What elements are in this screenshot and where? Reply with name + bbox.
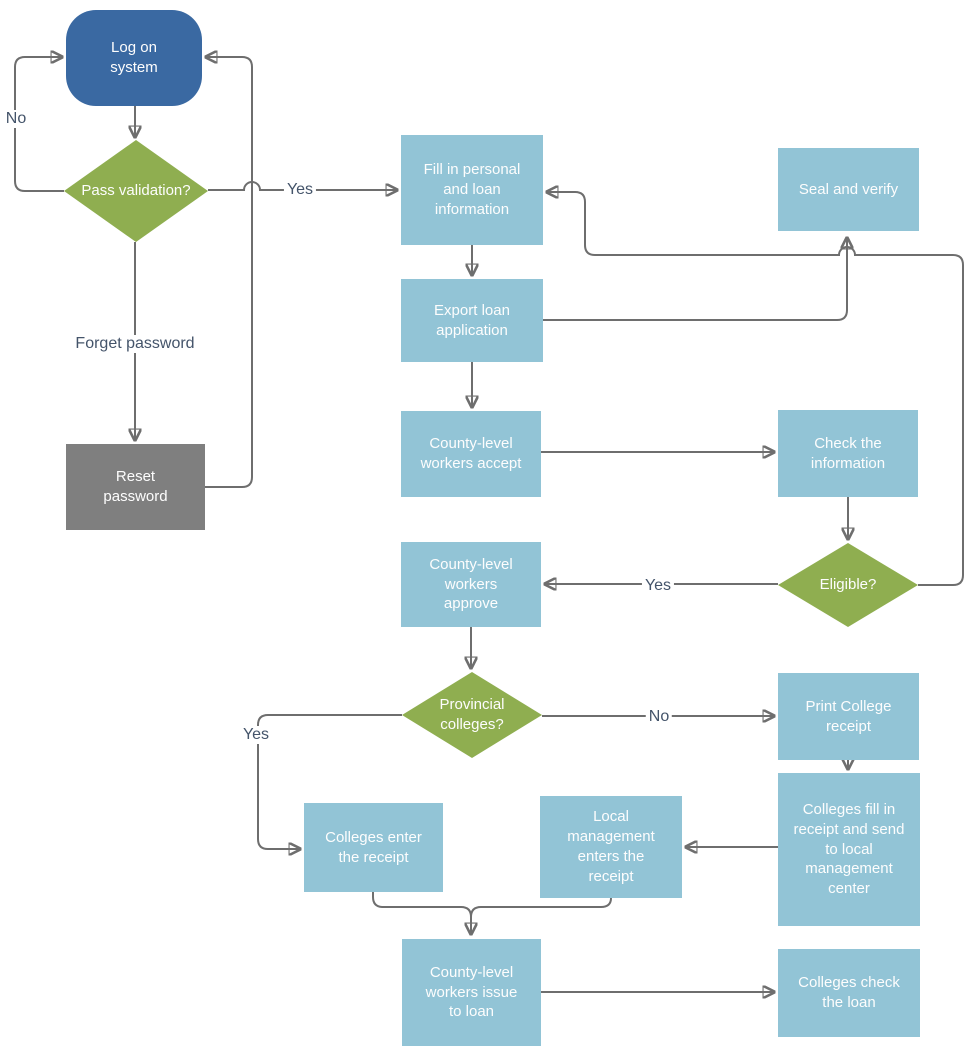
connector-reset-to-logon bbox=[205, 57, 253, 488]
node-label: Check the information bbox=[810, 434, 886, 472]
node-check-the-information: Check the information bbox=[778, 410, 918, 497]
node-local-management-enters-receipt: Local management enters the receipt bbox=[540, 796, 682, 898]
node-label: Seal and verify bbox=[798, 180, 899, 198]
node-label: Eligible? bbox=[819, 576, 877, 594]
node-county-workers-issue-loan: County-level workers issue to loan bbox=[402, 939, 541, 1046]
node-label: Log on system bbox=[110, 39, 158, 76]
node-label: Export loan application bbox=[434, 301, 510, 339]
node-label: Fill in personal and loan information bbox=[423, 161, 521, 218]
connector-export-to-seal bbox=[543, 238, 847, 321]
node-print-college-receipt: Print College receipt bbox=[778, 673, 919, 760]
node-reset-password: Reset password bbox=[66, 444, 205, 530]
edge-label-yes-provincial: Yes bbox=[239, 726, 273, 744]
node-county-workers-accept: County-level workers accept bbox=[401, 411, 541, 497]
connector-eligible-no-to-fillin bbox=[547, 192, 964, 586]
node-label: Print College receipt bbox=[805, 697, 892, 735]
edge-label-no-pass-validation: No bbox=[2, 110, 30, 128]
node-county-workers-approve: County-level workers approve bbox=[401, 542, 541, 627]
node-log-on-system: Log on system bbox=[66, 10, 202, 106]
node-colleges-enter-receipt: Colleges enter the receipt bbox=[304, 803, 443, 892]
node-colleges-fill-in-receipt: Colleges fill in receipt and send to loc… bbox=[778, 773, 920, 926]
edge-label-yes-eligible: Yes bbox=[641, 577, 675, 595]
node-label: County-level workers approve bbox=[429, 555, 513, 613]
node-label: Reset password bbox=[103, 468, 168, 505]
node-fill-in-personal-loan-information: Fill in personal and loan information bbox=[401, 135, 543, 245]
connector-localmgmt-to-issue bbox=[470, 897, 612, 918]
edge-label-yes-pass-validation: Yes bbox=[283, 181, 317, 199]
node-colleges-check-loan: Colleges check the loan bbox=[778, 949, 920, 1037]
edge-label-no-provincial: No bbox=[645, 708, 673, 726]
node-label: County-level workers accept bbox=[420, 435, 522, 472]
connector-provincial-yes-to-enter bbox=[257, 714, 402, 849]
node-label: Colleges fill in receipt and send to loc… bbox=[793, 801, 905, 898]
node-label: Local management enters the receipt bbox=[567, 808, 655, 885]
node-label: Colleges check the loan bbox=[798, 974, 900, 1011]
connector-enter-to-issue bbox=[372, 892, 471, 934]
node-label: Pass validation? bbox=[81, 182, 191, 200]
node-export-loan-application: Export loan application bbox=[401, 279, 543, 362]
node-seal-and-verify: Seal and verify bbox=[778, 148, 919, 231]
edge-label-forget-password: Forget password bbox=[72, 335, 198, 353]
node-label: County-level workers issue to loan bbox=[425, 963, 518, 1021]
node-label: Provincial colleges? bbox=[439, 696, 505, 733]
node-label: Colleges enter the receipt bbox=[325, 828, 422, 866]
